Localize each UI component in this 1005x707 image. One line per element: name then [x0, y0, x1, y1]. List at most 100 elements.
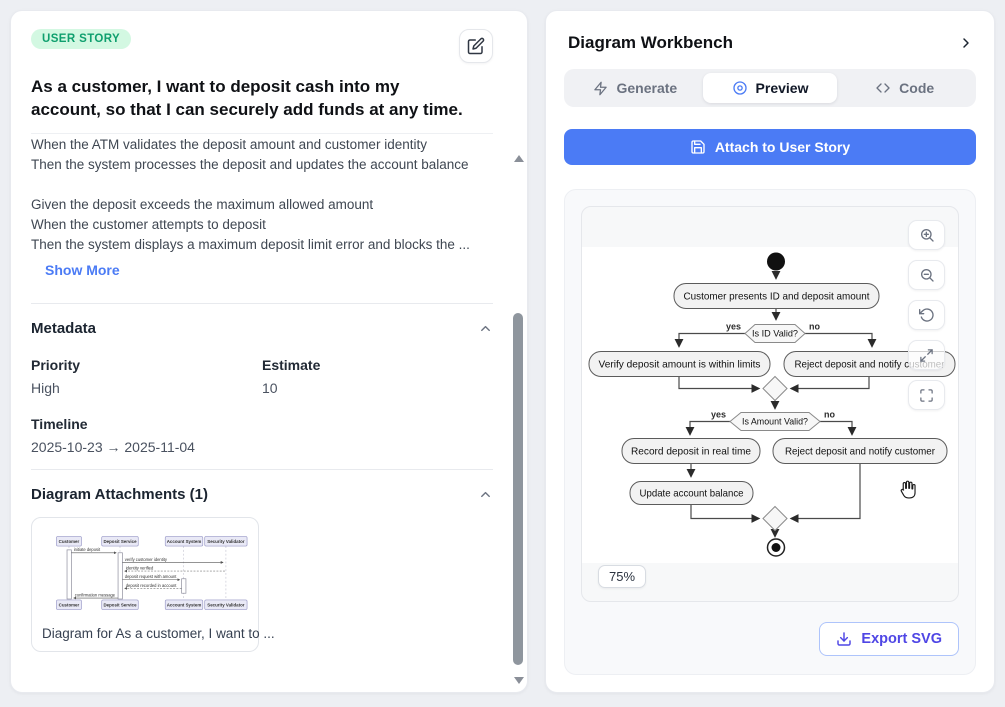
criteria-line: When the customer attempts to deposit [31, 217, 266, 232]
scrollbar-down-arrow[interactable] [514, 677, 524, 684]
svg-text:Update account balance: Update account balance [640, 488, 744, 500]
fullscreen-button[interactable] [908, 380, 945, 410]
zoom-in-button[interactable] [908, 220, 945, 250]
svg-text:Account System: Account System [167, 539, 202, 544]
workbench-header: Diagram Workbench [564, 27, 976, 53]
svg-text:verify customer identity: verify customer identity [125, 557, 168, 562]
svg-text:Customer presents ID and depos: Customer presents ID and deposit amount [684, 291, 870, 303]
priority-label: Priority [31, 357, 81, 373]
merge-node-1 [762, 375, 788, 402]
rotate-ccw-icon [918, 307, 935, 323]
eye-icon [732, 80, 748, 96]
tab-code[interactable]: Code [837, 73, 972, 103]
download-icon [836, 631, 852, 647]
edit-story-button[interactable] [459, 29, 493, 63]
svg-text:Verify deposit amount is withi: Verify deposit amount is within limits [599, 359, 761, 371]
scrollbar-thumb[interactable] [513, 313, 523, 665]
scrollbar-up-arrow[interactable] [514, 155, 524, 162]
tab-code-label: Code [899, 80, 935, 96]
svg-text:deposit request with amount: deposit request with amount [125, 574, 177, 579]
tab-generate[interactable]: Generate [568, 73, 703, 103]
zap-icon [593, 81, 608, 96]
svg-text:Reject deposit and notify cust: Reject deposit and notify customer [785, 446, 935, 458]
svg-text:yes: yes [711, 410, 726, 420]
decision-node-amount-valid: Is Amount Valid? yes no [711, 410, 835, 431]
attachments-heading: Diagram Attachments (1) [31, 486, 208, 503]
export-svg-button[interactable]: Export SVG [819, 622, 959, 656]
tab-preview[interactable]: Preview [702, 73, 838, 103]
maximize-2-icon [919, 348, 934, 363]
diagram-preview-container: Customer presents ID and deposit amount … [564, 189, 976, 675]
reset-view-button[interactable] [908, 300, 945, 330]
metadata-heading: Metadata [31, 320, 97, 337]
diagram-controls [908, 220, 945, 410]
svg-text:Reject deposit and notify cust: Reject deposit and notify customer [795, 359, 945, 371]
save-icon [690, 139, 706, 155]
criteria-line: When the ATM validates the deposit amoun… [31, 137, 427, 152]
workbench-tabbar: Generate Preview Code [564, 69, 976, 107]
user-story-card: USER STORY As a customer, I want to depo… [10, 10, 528, 693]
criteria-line: Then the system displays a maximum depos… [31, 237, 470, 252]
divider [31, 303, 493, 304]
svg-text:Is Amount Valid?: Is Amount Valid? [742, 417, 808, 428]
fullscreen-icon [919, 388, 934, 403]
story-title: As a customer, I want to deposit cash in… [31, 77, 463, 119]
attach-to-user-story-button[interactable]: Attach to User Story [564, 129, 976, 165]
start-node [767, 252, 785, 271]
user-story-badge: USER STORY [31, 29, 132, 49]
story-header: USER STORY [31, 29, 493, 63]
criteria-line: Then the system processes the deposit an… [31, 157, 469, 172]
zoom-in-icon [919, 227, 935, 243]
priority-field: Priority High [31, 357, 262, 396]
svg-text:confirmation message: confirmation message [75, 592, 116, 597]
zoom-level-badge: 75% [598, 565, 647, 588]
zoom-out-button[interactable] [908, 260, 945, 290]
timeline-value: 2025-10-23 → 2025-11-04 [31, 439, 195, 455]
svg-text:no: no [824, 410, 835, 420]
show-more-link[interactable]: Show More [45, 262, 120, 278]
diagram-attachment-card[interactable]: initiate deposit verify customer identit… [31, 517, 275, 652]
estimate-value: 10 [262, 380, 278, 396]
svg-text:Account System: Account System [167, 603, 202, 608]
svg-text:Security Validator: Security Validator [207, 539, 245, 544]
estimate-field: Estimate 10 [262, 357, 493, 396]
svg-text:identity verified: identity verified [126, 565, 154, 570]
acceptance-criteria-scroll-area: When the ATM validates the deposit amoun… [31, 133, 493, 289]
diagram-workbench-card: Diagram Workbench Generate Preview [545, 10, 995, 693]
attach-button-label: Attach to User Story [714, 139, 851, 155]
priority-value: High [31, 380, 60, 396]
activity-diagram-svg: Customer presents ID and deposit amount … [582, 247, 958, 563]
svg-text:deposit recorded in account: deposit recorded in account [126, 583, 178, 588]
workbench-collapse-button[interactable] [958, 35, 974, 51]
svg-text:Customer: Customer [59, 603, 80, 608]
criteria-line-blank [31, 175, 493, 195]
chevron-up-icon [478, 487, 493, 502]
decision-node-id-valid: Is ID Valid? yes no [726, 322, 820, 343]
edit-icon [467, 37, 485, 55]
chevron-up-icon [478, 321, 493, 336]
svg-text:Is ID Valid?: Is ID Valid? [752, 329, 798, 340]
svg-text:no: no [809, 322, 820, 332]
seq-participants-top: Customer Deposit Service Account System … [56, 536, 248, 547]
svg-text:yes: yes [726, 322, 741, 332]
attachment-caption: Diagram for As a customer, I want to ... [42, 626, 275, 641]
attachments-section-header: Diagram Attachments (1) [31, 486, 493, 503]
export-button-label: Export SVG [861, 631, 942, 647]
tab-generate-label: Generate [616, 80, 678, 96]
chevron-right-icon [958, 35, 974, 51]
activity-diagram-canvas[interactable]: Customer presents ID and deposit amount … [582, 247, 958, 563]
activity-node-reject-amount: Reject deposit and notify customer [772, 438, 948, 464]
metadata-grid: Priority High Estimate 10 Timeline 2025-… [31, 357, 493, 455]
metadata-collapse-button[interactable] [478, 321, 493, 336]
svg-text:Deposit Service: Deposit Service [103, 539, 137, 544]
svg-text:Security Validator: Security Validator [207, 603, 245, 608]
attachments-collapse-button[interactable] [478, 487, 493, 502]
svg-text:Record deposit in real time: Record deposit in real time [631, 446, 751, 458]
left-card-scrollbar[interactable] [512, 141, 525, 686]
criteria-line: Given the deposit exceeds the maximum al… [31, 197, 374, 212]
expand-button[interactable] [908, 340, 945, 370]
estimate-label: Estimate [262, 357, 321, 373]
svg-text:Deposit Service: Deposit Service [103, 603, 137, 608]
svg-text:initiate deposit: initiate deposit [74, 547, 101, 552]
activity-node-verify: Verify deposit amount is within limits [588, 351, 771, 377]
